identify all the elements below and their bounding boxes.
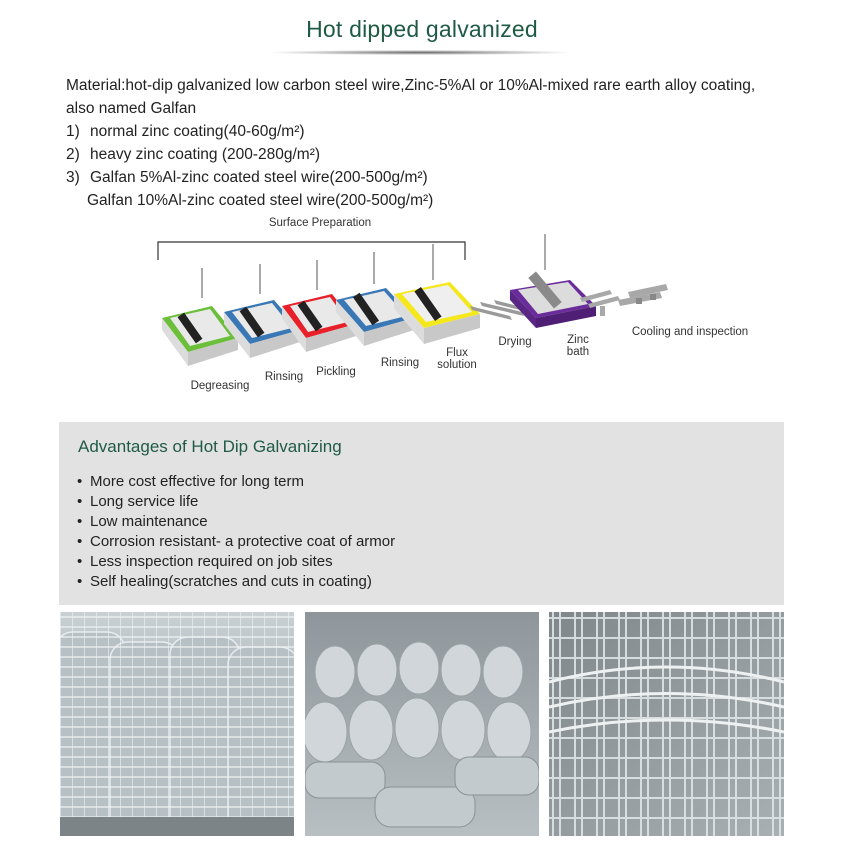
tank-degreasing <box>162 306 238 366</box>
material-line-cont: also named Galfan <box>66 100 197 117</box>
tank-zinc-bath <box>510 271 596 328</box>
step-drying: Drying <box>498 336 532 348</box>
step-cooling: Cooling and inspection <box>631 326 749 338</box>
advantage-item: Low maintenance <box>77 512 395 532</box>
step-pickling: Pickling <box>316 366 356 378</box>
advantage-item: More cost effective for long term <box>77 472 395 492</box>
photo-fence-mesh-closeup <box>549 612 784 836</box>
surface-prep-label: Surface Preparation <box>268 217 372 229</box>
cooling-racks <box>580 284 668 316</box>
step-flux: Flux solution <box>437 347 477 371</box>
advantage-item: Corrosion resistant- a protective coat o… <box>77 532 395 552</box>
surface-prep-bracket <box>157 241 466 260</box>
advantage-item: Long service life <box>77 492 395 512</box>
step-zinc-bath: Zinc bath <box>566 334 590 358</box>
tank-rinsing-2 <box>336 288 414 346</box>
advantages-title: Advantages of Hot Dip Galvanizing <box>78 437 342 456</box>
title-underline <box>270 50 570 55</box>
spec-item-1: 1)normal zinc coating(40-60g/m²) <box>66 123 305 140</box>
advantage-item: Less inspection required on job sites <box>77 552 395 572</box>
step-rinsing-1: Rinsing <box>264 371 304 383</box>
spec-item-3: 3)Galfan 5%Al-zinc coated steel wire(200… <box>66 169 428 186</box>
page-title: Hot dipped galvanized <box>306 16 538 42</box>
process-diagram: Surface Preparation Degreasing Rinsing P… <box>150 217 770 400</box>
spec-block: Material:hot-dip galvanized low carbon s… <box>66 74 826 212</box>
spec-item-3-cont: Galfan 10%Al-zinc coated steel wire(200-… <box>87 192 434 209</box>
tank-flux <box>394 282 480 344</box>
spec-item-2: 2)heavy zinc coating (200-280g/m²) <box>66 146 321 163</box>
photo-fence-rolls-stack <box>60 612 294 836</box>
advantages-list: More cost effective for long term Long s… <box>77 472 395 592</box>
hanger-lines <box>201 234 546 298</box>
tank-rinsing-1 <box>224 300 300 358</box>
advantages-panel: Advantages of Hot Dip Galvanizing More c… <box>59 422 784 605</box>
photo-fence-rolls-warehouse <box>305 612 539 836</box>
material-line: Material:hot-dip galvanized low carbon s… <box>66 77 756 94</box>
step-rinsing-2: Rinsing <box>380 357 420 369</box>
advantage-item: Self healing(scratches and cuts in coati… <box>77 572 395 592</box>
step-degreasing: Degreasing <box>190 380 250 392</box>
process-diagram-graphic <box>157 234 668 366</box>
